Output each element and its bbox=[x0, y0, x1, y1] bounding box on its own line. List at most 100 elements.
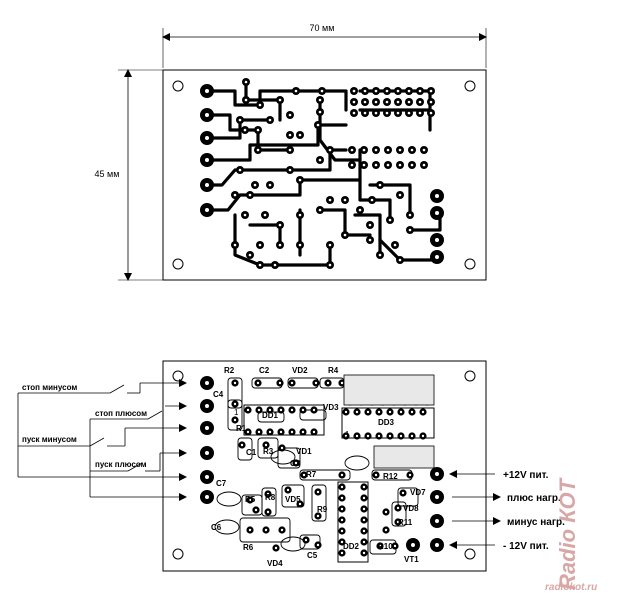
pad-hole-22 bbox=[429, 100, 433, 104]
pad-hole-89 bbox=[398, 258, 402, 262]
label-vd8: VD8 bbox=[403, 504, 419, 513]
terminal-hole-b-5 bbox=[205, 495, 209, 499]
pad-hole-82 bbox=[368, 223, 372, 227]
pad-hole-46 bbox=[288, 113, 292, 117]
cap-outline-3 bbox=[280, 536, 306, 552]
pad-hole-87 bbox=[408, 228, 412, 232]
label-c7: C7 bbox=[216, 479, 227, 488]
pad-b-hole-34 bbox=[301, 408, 305, 412]
label-vd1: VD1 bbox=[296, 447, 312, 456]
pad-b-hole-80 bbox=[256, 381, 260, 385]
pad-b-hole-101 bbox=[316, 490, 320, 494]
pad-b-hole-110 bbox=[316, 543, 320, 547]
pad-b-hole-68 bbox=[340, 507, 344, 511]
pad-hole-76 bbox=[233, 243, 237, 247]
pad-hole-30 bbox=[386, 148, 390, 152]
pad-hole-85 bbox=[388, 218, 392, 222]
pad-hole-26 bbox=[362, 148, 366, 152]
pad-hole-41 bbox=[278, 98, 282, 102]
pad-b-hole-47 bbox=[388, 434, 392, 438]
pad-b-hole-72 bbox=[340, 529, 344, 533]
switch-label-start-minus: пуск минусом bbox=[22, 435, 77, 444]
pad-hole-75 bbox=[248, 253, 252, 257]
output-label-minus12: - 12V пит. bbox=[503, 541, 549, 552]
pad-hole-28 bbox=[374, 148, 378, 152]
pad-b-hole-105 bbox=[396, 520, 400, 524]
label-c2: C2 bbox=[259, 366, 270, 375]
pad-hole-37 bbox=[422, 163, 426, 167]
pad-b-hole-26 bbox=[257, 408, 261, 412]
pad-b-hole-29 bbox=[268, 430, 272, 434]
pad-hole-55 bbox=[316, 123, 320, 127]
trace-14 bbox=[316, 208, 372, 237]
header-block bbox=[343, 374, 435, 406]
pad-b-hole-115 bbox=[393, 544, 397, 548]
pad-b-hole-113 bbox=[384, 528, 388, 532]
terminal-hole-3 bbox=[205, 158, 209, 162]
pad-b-hole-67 bbox=[362, 496, 366, 500]
pad-hole-58 bbox=[253, 183, 257, 187]
pad-hole-8 bbox=[374, 111, 378, 115]
terminal-hole-b-7 bbox=[435, 495, 439, 499]
terminal-hole-0 bbox=[205, 89, 209, 93]
width-dimension-label: 70 мм bbox=[310, 23, 335, 33]
pad-b-hole-106 bbox=[248, 528, 252, 532]
pad-hole-73 bbox=[278, 243, 282, 247]
pad-b-hole-89 bbox=[280, 446, 284, 450]
label-c4: C4 bbox=[213, 390, 224, 399]
dd3-outline bbox=[341, 407, 435, 439]
pad-b-hole-52 bbox=[421, 410, 425, 414]
pad-b-hole-66 bbox=[340, 496, 344, 500]
pad-hole-70 bbox=[328, 198, 332, 202]
label-pin1-b: 1 bbox=[345, 430, 350, 439]
pad-b-hole-44 bbox=[377, 410, 381, 414]
pad-hole-3 bbox=[363, 89, 367, 93]
part-outline-8 bbox=[257, 437, 279, 459]
pad-hole-68 bbox=[298, 213, 302, 217]
part-outline-7 bbox=[237, 437, 253, 461]
pad-hole-40 bbox=[258, 103, 262, 107]
pad-b-hole-37 bbox=[312, 430, 316, 434]
pad-hole-33 bbox=[398, 163, 402, 167]
pad-b-hole-27 bbox=[257, 430, 261, 434]
label-c6: C6 bbox=[211, 523, 222, 532]
pad-b-hole-93 bbox=[374, 473, 378, 477]
pad-hole-57 bbox=[238, 168, 242, 172]
pad-hole-84 bbox=[378, 253, 382, 257]
pad-b-hole-46 bbox=[388, 410, 392, 414]
pad-hole-63 bbox=[233, 193, 237, 197]
switch-label-stop-minus: стоп минусом bbox=[22, 383, 77, 392]
pad-b-hole-49 bbox=[399, 434, 403, 438]
pad-b-hole-94 bbox=[408, 473, 412, 477]
pad-b-hole-39 bbox=[344, 434, 348, 438]
label-dd3: DD3 bbox=[378, 418, 395, 427]
terminal-hole-2 bbox=[205, 136, 209, 140]
pad-hole-27 bbox=[362, 163, 366, 167]
pad-hole-17 bbox=[407, 111, 411, 115]
part-outline-17 bbox=[391, 501, 407, 527]
terminal-hole-4 bbox=[205, 183, 209, 187]
pad-hole-0 bbox=[352, 89, 356, 93]
pad-b-hole-86 bbox=[233, 418, 237, 422]
trace-6 bbox=[244, 80, 282, 122]
pad-hole-18 bbox=[418, 89, 422, 93]
pad-b-hole-65 bbox=[362, 485, 366, 489]
label-r4: R4 bbox=[328, 366, 339, 375]
trace-2 bbox=[205, 118, 272, 140]
pad-b-hole-30 bbox=[279, 408, 283, 412]
terminal-hole-b-10 bbox=[411, 543, 415, 547]
pad-hole-5 bbox=[363, 111, 367, 115]
trace-11 bbox=[233, 213, 332, 267]
pad-b-hole-69 bbox=[362, 507, 366, 511]
pad-b-hole-38 bbox=[344, 410, 348, 414]
pad-hole-7 bbox=[374, 100, 378, 104]
pad-b-hole-91 bbox=[302, 473, 306, 477]
pad-b-hole-109 bbox=[304, 538, 308, 542]
part-outline-4 bbox=[227, 399, 243, 431]
pad-b-hole-25 bbox=[246, 430, 250, 434]
pad-hole-72 bbox=[298, 243, 302, 247]
pad-hole-23 bbox=[429, 111, 433, 115]
pad-hole-65 bbox=[243, 213, 247, 217]
pad-hole-53 bbox=[256, 148, 260, 152]
